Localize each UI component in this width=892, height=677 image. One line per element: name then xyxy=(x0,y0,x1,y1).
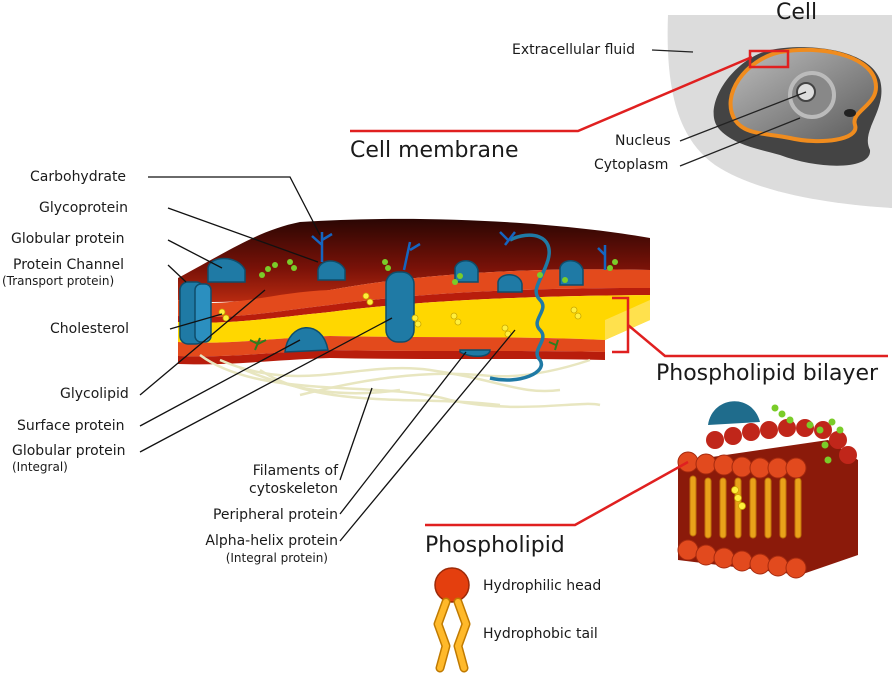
cell-membrane-title: Cell membrane xyxy=(350,138,519,163)
nucleus-label: Nucleus xyxy=(615,133,671,149)
bilayer-pointer xyxy=(627,324,888,358)
glycoprotein-label: Glycoprotein xyxy=(39,200,129,216)
glycolipid-label: Glycolipid xyxy=(60,386,129,402)
phospholipid-legend-shape xyxy=(433,567,471,673)
peripheral-protein-shape xyxy=(459,349,491,357)
filaments-label-line1: Filaments of xyxy=(252,463,338,479)
peripheral-protein-label: Peripheral protein xyxy=(212,507,338,523)
membrane-proteins xyxy=(179,257,584,357)
globular-protein-label: Globular protein xyxy=(11,231,125,247)
cell-membrane-pointer xyxy=(350,55,753,133)
filaments-label-line2: cytoskeleton xyxy=(249,481,338,497)
protein-channel-sublabel: (Transport protein) xyxy=(2,274,115,288)
cytoplasm-label: Cytoplasm xyxy=(594,157,669,173)
hydrophobic-tail-label: Hydrophobic tail xyxy=(483,626,598,642)
phospholipid-title: Phospholipid xyxy=(425,533,565,558)
protein-channel-label: Protein Channel xyxy=(13,257,125,273)
hydrophilic-head-label: Hydrophilic head xyxy=(483,578,602,594)
cell-inset xyxy=(651,15,892,208)
cholesterol-label: Cholesterol xyxy=(50,321,130,337)
bilayer-title: Phospholipid bilayer xyxy=(656,361,879,386)
glycolipid-dots xyxy=(218,259,618,351)
bilayer-block xyxy=(677,401,858,579)
bilayer-protein xyxy=(708,401,760,425)
alpha-helix-sublabel: (Integral protein) xyxy=(225,551,328,565)
hydrophilic-head-icon xyxy=(434,567,470,603)
phospholipid-pointer xyxy=(425,460,689,527)
extracellular-fluid-label: Extracellular fluid xyxy=(512,42,636,58)
globular-protein-integral-label: Globular protein xyxy=(12,443,126,459)
globular-protein-shape xyxy=(207,257,246,283)
alpha-helix-shape xyxy=(489,233,551,382)
alpha-helix-label: Alpha-helix protein xyxy=(205,533,338,549)
membrane-leader-lines xyxy=(139,176,516,542)
carbohydrate-label: Carbohydrate xyxy=(30,169,127,185)
cytoskeleton-filaments xyxy=(199,353,601,409)
surface-protein-shape xyxy=(284,327,329,353)
carbohydrate-chains xyxy=(311,231,607,271)
cell-title: Cell xyxy=(776,0,818,25)
hydrophobic-tail-icon xyxy=(435,599,449,671)
globular-protein-integral-sublabel: (Integral) xyxy=(12,460,68,474)
surface-protein-label: Surface protein xyxy=(17,418,125,434)
integral-protein-shape xyxy=(385,271,415,343)
